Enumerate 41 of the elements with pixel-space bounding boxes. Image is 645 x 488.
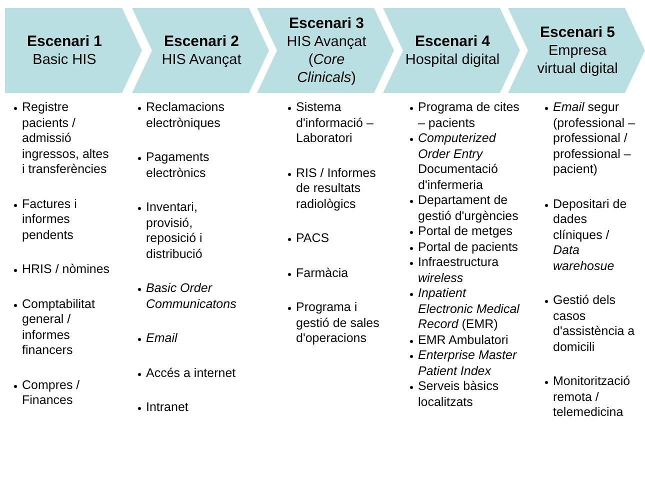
bullet-item: Factures i informes pendents xyxy=(13,196,113,243)
stage-subtitle: HIS Avançat (Core Clinicals) xyxy=(286,32,368,86)
bullet-item: Inventari, provisió, reposició i distribució xyxy=(137,200,245,262)
bullet-item: EMR Ambulatori xyxy=(409,332,521,348)
bullet-item: Pagaments electrònics xyxy=(137,150,245,181)
bullet-item: Programa i gestió de sales d'operacions xyxy=(287,300,389,346)
bullet-item: Registre pacients / admissió ingressos, altes i transferències xyxy=(13,100,113,178)
bullet-item: Farmàcia xyxy=(287,266,389,281)
bullet-item: RIS / Informes de resultats radiològics xyxy=(287,166,389,212)
bullet-item: Intranet xyxy=(137,400,245,416)
bullet-item: Depositari de dades clíniques / Data warehosue xyxy=(544,196,636,274)
bullet-item: Accés a internet xyxy=(137,366,245,381)
stage-title: Escenari 2 xyxy=(164,32,240,50)
stage-subtitle: Empresa virtual digital xyxy=(536,42,619,78)
bullet-item: Gestió dels casos d'assistència a domicili xyxy=(544,293,636,355)
bullet-item: Departament de gestió d'urgències xyxy=(409,193,521,224)
bullet-item: Computerized Order Entry Documentació d'infermeria xyxy=(409,131,521,193)
bullet-item: Infraestructura wireless xyxy=(409,255,521,286)
bullet-item: Portal de pacients xyxy=(409,240,521,255)
stage-title: Escenari 3 xyxy=(288,14,364,32)
stage-subtitle: Hospital digital xyxy=(405,50,500,68)
bullet-item: Monitorització remota / telemedicina xyxy=(544,374,636,420)
bullet-item: Email segur (professional – professional / professional – pacient) xyxy=(544,100,636,178)
bullet-item: Compres / Finances xyxy=(13,378,113,408)
bullet-item: Basic Order Communicatons xyxy=(137,281,245,312)
stage-title: Escenari 5 xyxy=(540,24,616,42)
stage-title: Escenari 1 xyxy=(26,32,102,50)
bullet-item: Enterprise Master Patient Index xyxy=(409,348,521,379)
bullet-item: HRIS / nòmines xyxy=(13,262,113,278)
bullet-item: Serveis bàsics localitzats xyxy=(409,379,521,410)
stage-subtitle: Basic HIS xyxy=(32,50,96,68)
bullet-item: Programa de cites – pacients xyxy=(409,100,521,131)
bullet-item: Comptabilitat general / informes financers xyxy=(13,296,113,358)
stage-title: Escenari 4 xyxy=(414,32,490,50)
bullet-item: Reclamacions electròniques xyxy=(137,100,245,131)
bullet-item: Email xyxy=(137,331,245,346)
bullet-item: Inpatient Electronic Medical Record (EMR) xyxy=(409,286,521,332)
bullet-item: Sistema d'informació – Laboratori xyxy=(287,100,389,146)
bullet-item: PACS xyxy=(287,231,389,246)
stage-subtitle: HIS Avançat xyxy=(162,50,242,68)
bullet-item: Portal de metges xyxy=(409,224,521,240)
